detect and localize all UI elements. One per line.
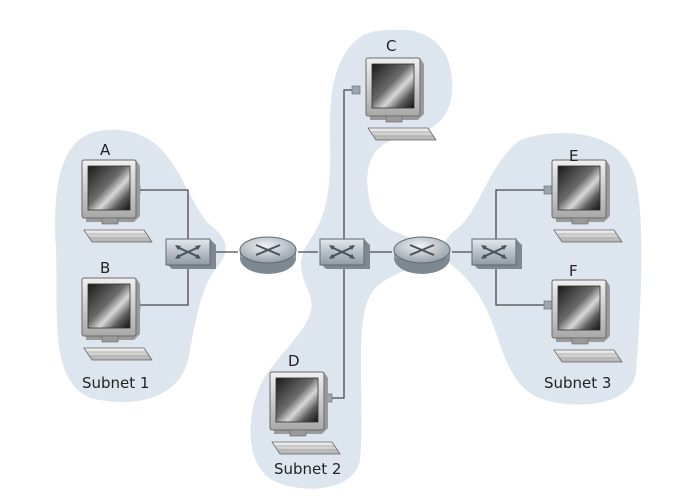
host-label-c: C <box>386 37 396 55</box>
link-a-switch1 <box>138 189 189 240</box>
subnet-label-2: Subnet 2 <box>274 460 341 478</box>
router-1-icon <box>239 236 297 275</box>
host-label-d: D <box>288 352 300 370</box>
link-switch3-f <box>495 262 550 306</box>
host-label-b: B <box>100 259 110 277</box>
subnet-label-1: Subnet 1 <box>82 374 149 392</box>
host-label-f: F <box>569 262 578 280</box>
switch-1-icon <box>165 238 217 270</box>
link-switch3-e <box>495 189 550 240</box>
router-2-icon <box>393 236 451 275</box>
switch-3-icon <box>471 238 523 270</box>
link-d-switch2 <box>327 262 345 399</box>
host-label-e: E <box>569 147 578 165</box>
switch-2-icon <box>319 238 371 270</box>
subnet-3-region <box>444 133 642 405</box>
subnet-label-3: Subnet 3 <box>544 374 611 392</box>
host-label-a: A <box>100 141 111 159</box>
link-b-switch1 <box>138 262 189 306</box>
